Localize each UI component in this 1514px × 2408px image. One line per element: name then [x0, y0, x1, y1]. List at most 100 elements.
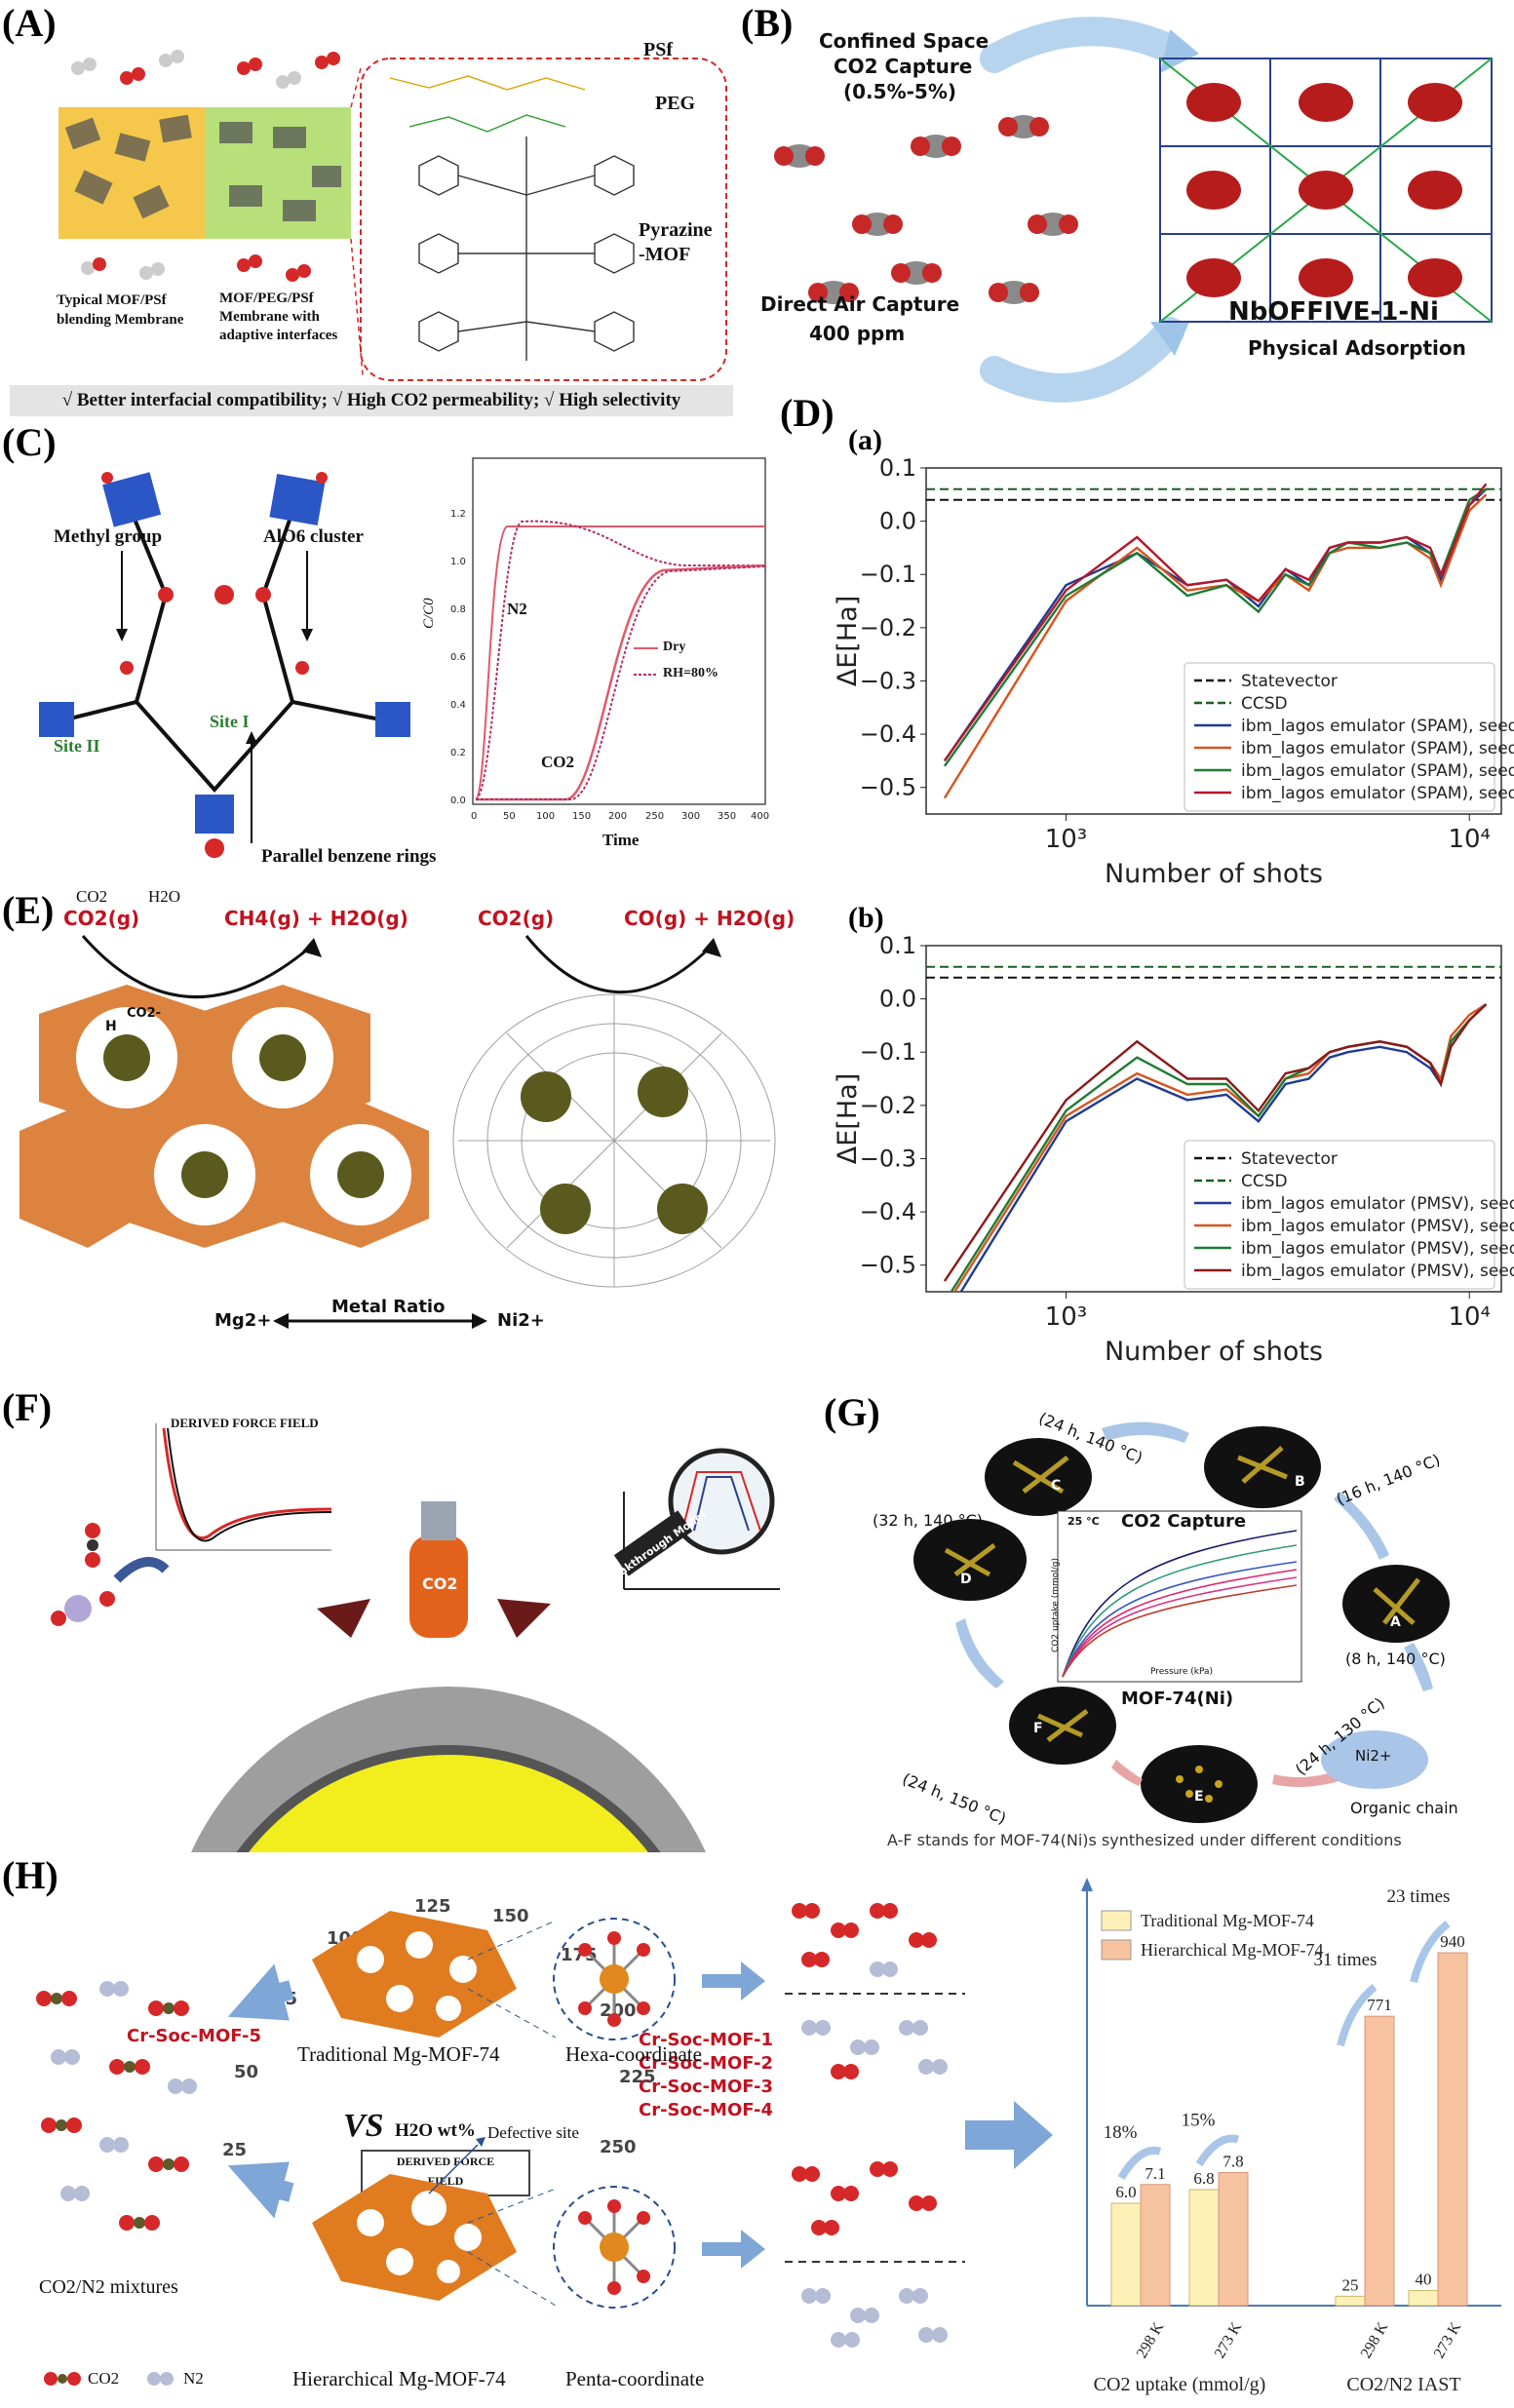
bar-traditional — [1408, 2290, 1439, 2307]
y-axis-arrow — [1081, 1878, 1093, 1891]
co2-molecules-free — [774, 115, 1078, 304]
legend-swatch-traditional — [1101, 1910, 1132, 1931]
inset-ylabel: CO2 uptake (mmol/g) — [1051, 1557, 1061, 1652]
dial-tick-150: 150 — [492, 1906, 529, 1926]
panel-g-caption: A-F stands for MOF-74(Ni)s synthesized u… — [887, 1831, 1402, 1849]
increase-arrow — [1337, 1984, 1378, 2047]
inset-xlabel: Pressure (kPa) — [1150, 1667, 1214, 1677]
x-tick-label: 10³ — [1045, 1302, 1088, 1332]
legend-entry: Statevector — [1241, 1149, 1338, 1169]
xtick-5: 250 — [645, 811, 664, 822]
hierarchical-mof — [312, 2174, 517, 2301]
plot-frame — [925, 945, 1502, 1293]
n2-dry-curve — [475, 525, 765, 800]
panel-f: (F) DERIVED FORCE FIELD CO2 Breakthrou — [0, 1384, 799, 2196]
adaptive-membrane-label-1: MOF/PEG/PSf — [219, 291, 314, 306]
ni-framework — [452, 993, 776, 1288]
y-axis-label: ΔE[Ha] — [833, 596, 863, 686]
cr-soc-mof-2: Cr-Soc-MOF-2 — [639, 2053, 773, 2074]
alo6-cluster: AlO6 cluster — [263, 526, 364, 547]
traditional-pores — [357, 1931, 477, 2021]
dial-label: H2O wt% — [395, 2120, 476, 2141]
y-tick-label: −0.2 — [860, 614, 916, 641]
panel-c-structure — [39, 472, 410, 858]
panel-f-graphic — [51, 1423, 780, 1852]
panel-b-label: (B) — [741, 1, 794, 45]
x-axis-label: Number of shots — [1105, 859, 1323, 889]
hexa-site — [578, 1931, 650, 2027]
legend-traditional: Traditional Mg-MOF-74 — [1141, 1911, 1314, 1930]
traditional-mof — [312, 1911, 517, 2038]
increase-arrow — [1117, 2146, 1162, 2181]
group-label-uptake: CO2 uptake (mmol/g) — [1094, 2374, 1266, 2395]
right-co2-in: CO2(g) — [478, 907, 555, 930]
sample-c: C — [1051, 1478, 1062, 1494]
y-tick-label: −0.3 — [860, 1145, 916, 1172]
inset-curves — [1062, 1530, 1298, 1678]
dial-banner-line-1: DERIVED FORCE — [396, 2155, 495, 2168]
legend-box — [1184, 1140, 1495, 1290]
sample-b: B — [1295, 1474, 1305, 1490]
y-tick-label: −0.5 — [860, 1252, 916, 1279]
y-tick-label: −0.3 — [860, 667, 916, 694]
x-axis-label: Number of shots — [1105, 1337, 1323, 1367]
y-tick-label: −0.4 — [860, 1198, 916, 1225]
increase-arrow — [1195, 2134, 1240, 2167]
legend-entry: ibm_lagos emulator (PMSV), seed 1 — [1241, 1194, 1514, 1214]
breakthrough-y-label: C/C0 — [421, 598, 437, 629]
panel-g: (G) — [799, 1384, 1514, 1852]
dial-tick-250: 250 — [600, 2137, 637, 2157]
legend-swatch-hierarchical — [1101, 1939, 1132, 1961]
y-tick-label: 0.1 — [879, 454, 916, 482]
xtick-8: 400 — [751, 811, 769, 822]
ytick-0: 0.0 — [450, 796, 466, 806]
panel-c: (C) Methyl group AlO6 cluster Site — [0, 419, 780, 906]
legend-entry: CCSD — [1241, 1172, 1288, 1191]
cycle-arrows-pink — [1111, 1760, 1345, 1788]
peg-label: PEG — [655, 93, 696, 114]
typical-membrane-label-1: Typical MOF/PSf — [57, 292, 167, 308]
penta-coordinate: Penta-coordinate — [565, 2367, 705, 2390]
chemical-structure — [389, 75, 635, 361]
category-label: 273 K — [1212, 2319, 1246, 2361]
typical-membrane-label-2: blending Membrane — [57, 312, 184, 328]
condition-d: (32 h, 140 °C) — [873, 1511, 984, 1530]
ytick-3: 0.6 — [450, 652, 466, 663]
legend-n2-h: N2 — [183, 2369, 204, 2388]
site-i: Site I — [210, 712, 250, 731]
panel-h-label: (H) — [2, 1853, 58, 1897]
data-label-hierarchical: 940 — [1440, 1932, 1465, 1951]
xtick-7: 350 — [718, 811, 736, 822]
xtick-4: 200 — [608, 811, 627, 822]
legend-entry: ibm_lagos emulator (PMSV), seed 4 — [1241, 1262, 1514, 1281]
atoms-red — [101, 472, 328, 858]
dial-tick-125: 125 — [414, 1896, 451, 1917]
trapped-co2 — [1186, 83, 1462, 297]
y-tick-label: −0.2 — [860, 1092, 916, 1119]
mof-label: -MOF — [639, 244, 691, 265]
left-products: CH4(g) + H2O(g) — [224, 907, 408, 930]
plot-frame — [925, 467, 1502, 815]
panel-da-label: (a) — [848, 424, 882, 456]
category-label: 298 K — [1134, 2319, 1168, 2361]
increase-label: 18% — [1104, 2122, 1138, 2143]
ni-clusters — [103, 1034, 384, 1198]
legend-entry: ibm_lagos emulator (SPAM), seed 1 — [1241, 717, 1514, 736]
cycle-arrows — [955, 1421, 1433, 1691]
cylinder-label: CO2 — [422, 1574, 458, 1593]
legend-entry: CCSD — [1241, 694, 1288, 714]
xtick-0: 0 — [471, 811, 477, 822]
panel-a: (A) — [0, 0, 741, 419]
cr-soc-mof-4: Cr-Soc-MOF-4 — [639, 2100, 773, 2120]
breakthrough-x-label: Time — [602, 831, 640, 849]
species-h: H — [105, 1019, 117, 1034]
breakthrough-y-ticks: 0.0 0.2 0.4 0.6 0.8 1.0 1.2 — [450, 509, 466, 806]
legend-hierarchical: Hierarchical Mg-MOF-74 — [1141, 1940, 1323, 1960]
species-co2: CO2- — [127, 1006, 162, 1021]
breakthrough-chart: 0.0 0.2 0.4 0.6 0.8 1.0 1.2 0 50 100 150… — [450, 457, 769, 822]
co2-molecules-bottom — [81, 254, 311, 282]
mg-ion: Mg2+ — [214, 1310, 272, 1331]
mixture-molecules — [36, 1981, 197, 2231]
panel-g-label: (G) — [824, 1390, 880, 1434]
